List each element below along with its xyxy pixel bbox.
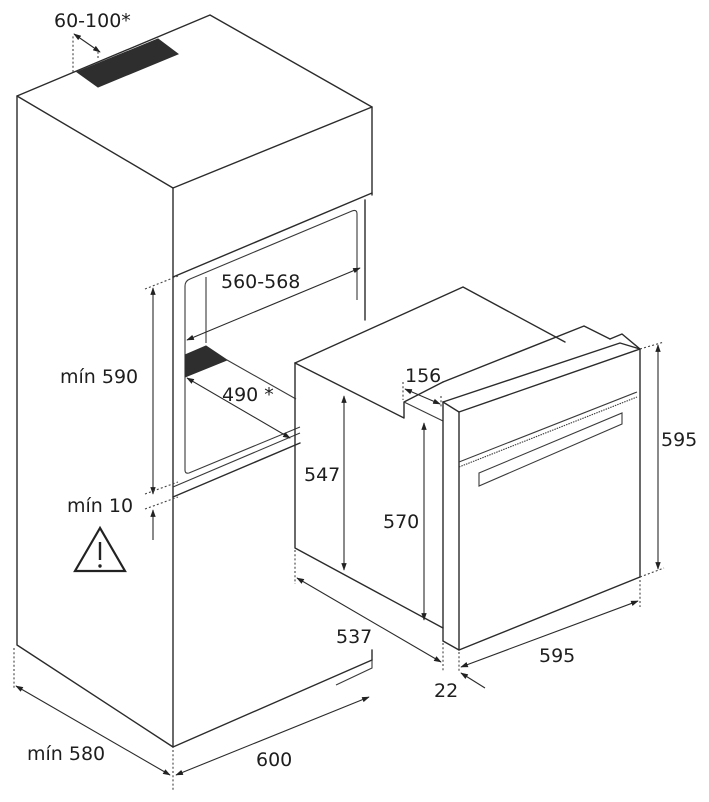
front-panel-thickness-label: 22 xyxy=(434,680,458,702)
top-vent-opening xyxy=(75,38,180,88)
bottom-vent-depth-label: 490 * xyxy=(222,384,274,406)
front-inner-height-label: 570 xyxy=(383,511,419,533)
cabinet-depth-label: mín 580 xyxy=(27,743,105,765)
cabinet-niche xyxy=(172,192,373,498)
niche-width-label: 560-568 xyxy=(221,271,300,293)
oven-unit xyxy=(294,286,641,651)
step-depth-label: 156 xyxy=(405,365,441,387)
cabinet-width-label: 600 xyxy=(256,749,292,771)
body-height-label: 547 xyxy=(304,464,340,486)
body-depth-label: 537 xyxy=(336,626,372,648)
front-height-label: 595 xyxy=(661,429,697,451)
front-width-label: 595 xyxy=(539,645,575,667)
bottom-vent-opening xyxy=(184,345,229,378)
top-vent-label: 60-100* xyxy=(54,10,131,32)
warning-triangle-icon xyxy=(73,525,127,573)
niche-height-label: mín 590 xyxy=(60,366,138,388)
gap-below-niche-label: mín 10 xyxy=(67,495,133,517)
